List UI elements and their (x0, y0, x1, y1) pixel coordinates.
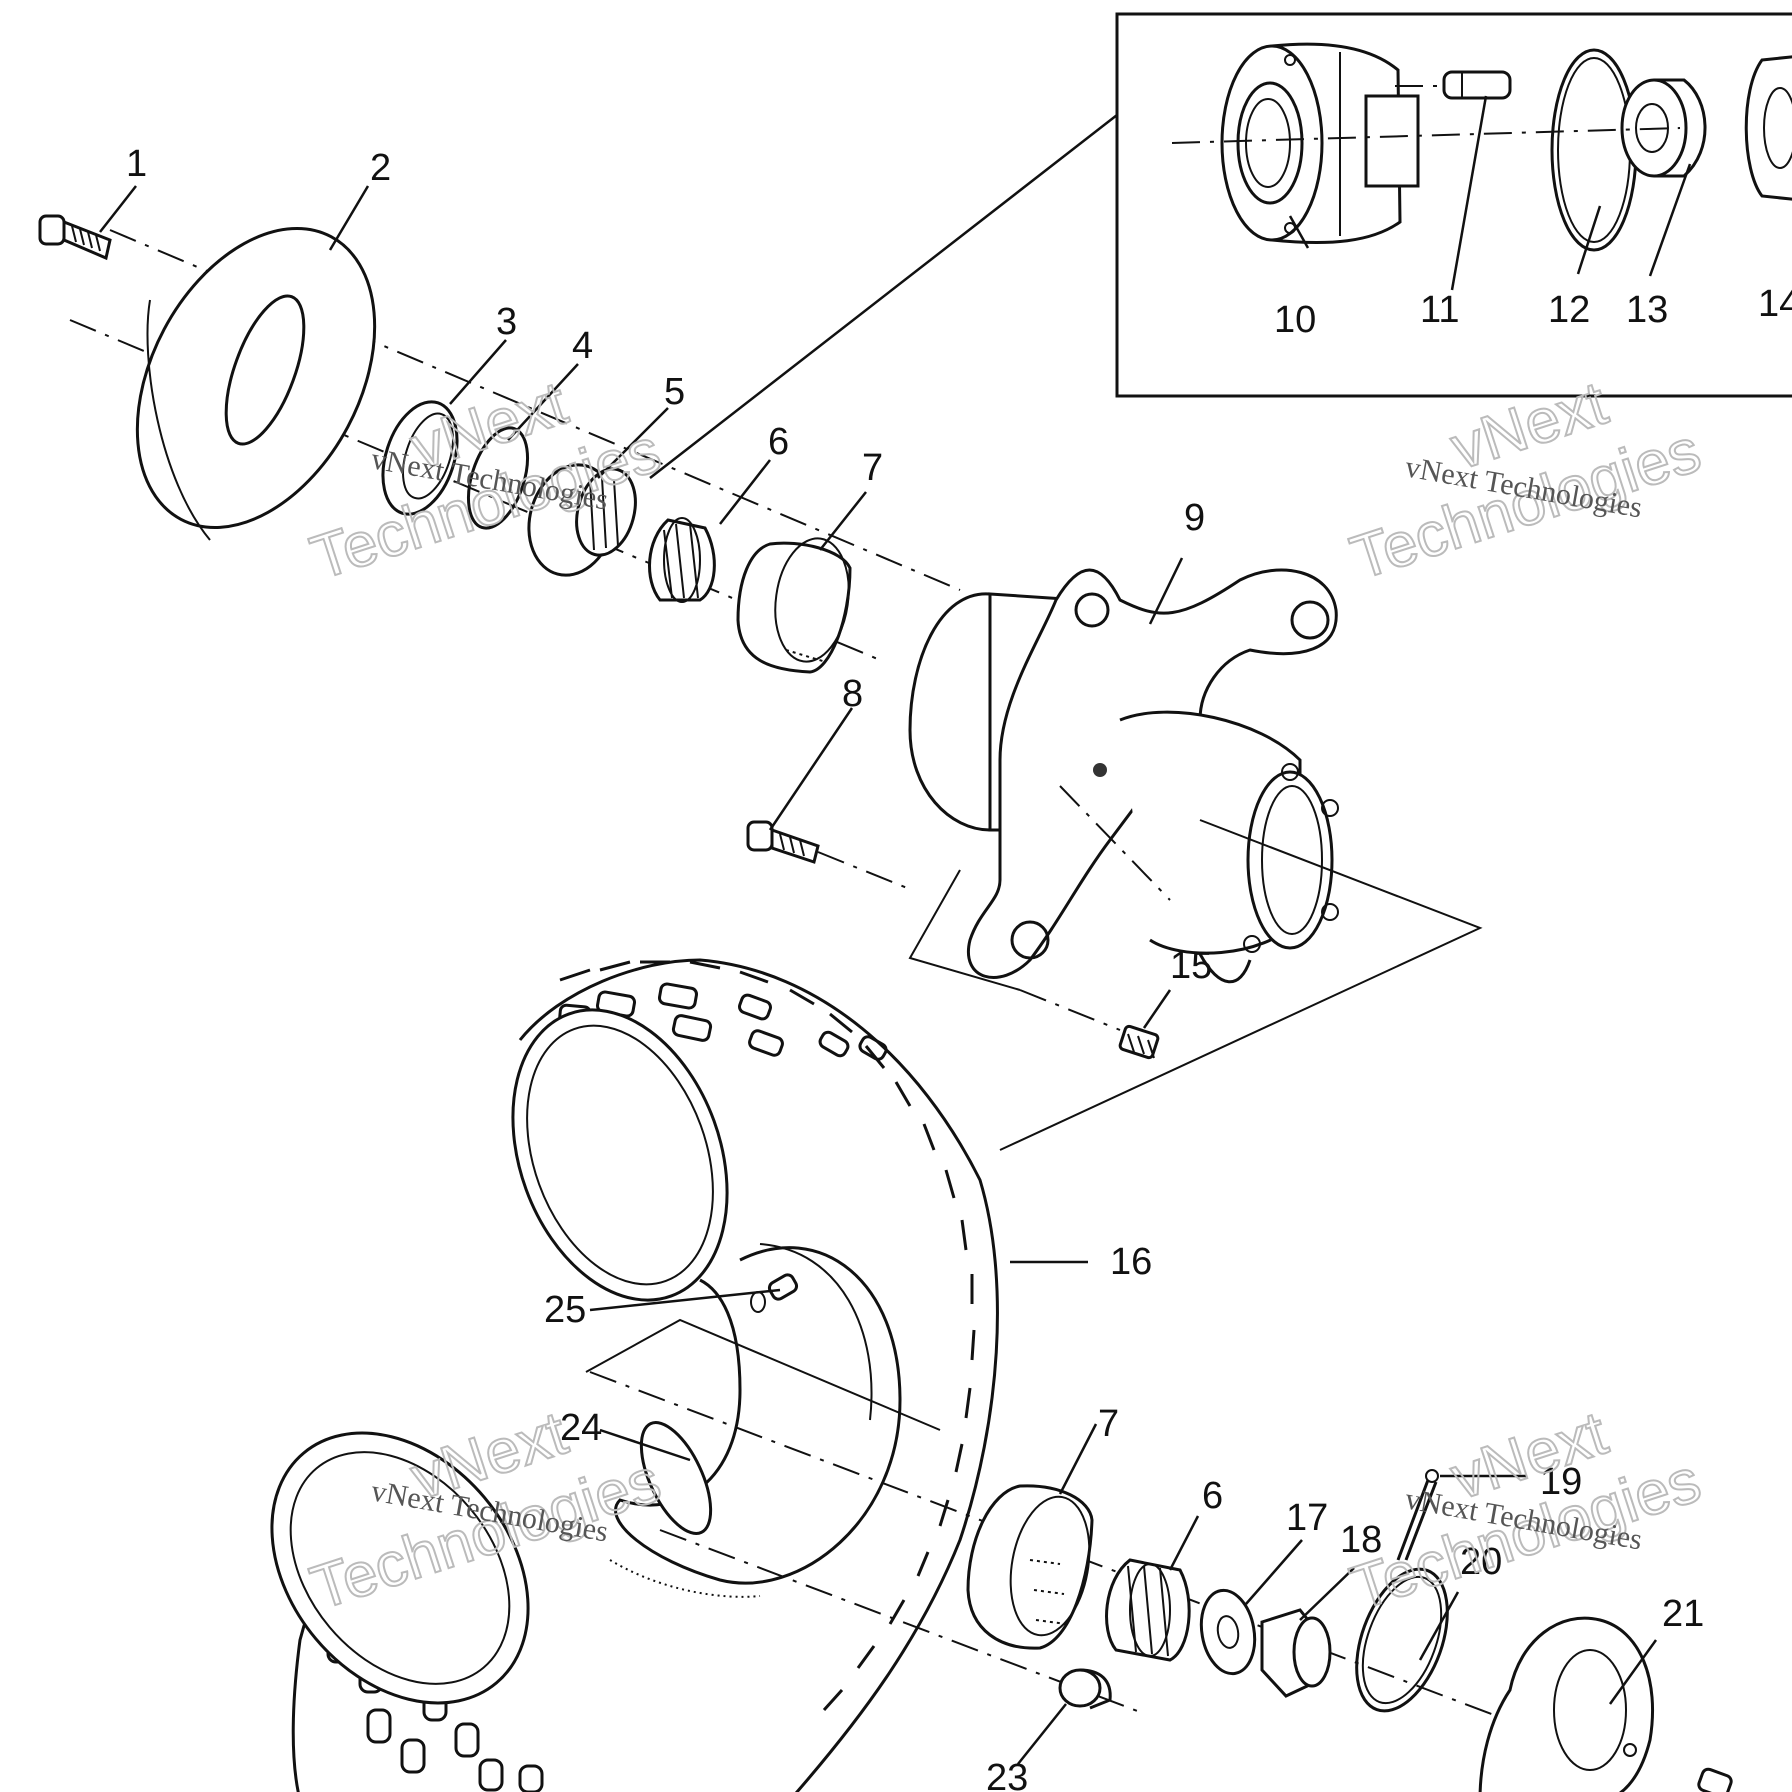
callout-12: 12 (1548, 289, 1590, 331)
callout-8: 8 (842, 673, 863, 715)
callout-9: 9 (1184, 497, 1205, 539)
callout-19: 19 (1540, 1461, 1582, 1503)
callout-6: 6 (768, 421, 789, 463)
part-5-bearing (527, 463, 637, 577)
lower-axis-line (589, 1371, 1561, 1741)
part-15-grease-fitting (1118, 1024, 1160, 1060)
callout-15: 15 (1170, 945, 1212, 987)
callout-21: 21 (1662, 1593, 1704, 1635)
part-11-pin (1442, 70, 1512, 100)
callout-24: 24 (560, 1407, 602, 1449)
part-4-snap-ring (467, 426, 529, 530)
callout-16: 16 (1110, 1241, 1152, 1283)
part-6-tapered-bearing-lower (1105, 1558, 1191, 1662)
part-12-o-ring (1550, 48, 1638, 252)
part-18-castle-nut (1260, 1608, 1332, 1698)
part-23-plug (1058, 1668, 1112, 1710)
part-9-knuckle-hub (908, 568, 1339, 984)
part-14-splined-nut (1744, 55, 1792, 201)
callout-2: 2 (370, 147, 391, 189)
part-8-bolt (746, 820, 820, 864)
part-2-brake-disc (135, 227, 377, 541)
part-3-seal (381, 400, 459, 516)
callout-6-lower: 6 (1202, 1475, 1223, 1517)
callout-10: 10 (1274, 299, 1316, 341)
callout-20: 20 (1460, 1541, 1502, 1583)
callout-labels: 1 2 3 4 5 6 7 8 9 10 11 12 13 14 15 16 2… (126, 143, 1792, 1792)
callout-13: 13 (1626, 289, 1668, 331)
callout-25: 25 (544, 1289, 586, 1331)
inset-detail-box (649, 12, 1792, 479)
callout-23: 23 (986, 1757, 1028, 1792)
callout-14: 14 (1758, 283, 1792, 325)
part-21-hub-cap (1478, 1616, 1655, 1792)
part-19-cotter-pin (1396, 1469, 1439, 1561)
watermarks: vNext Technologies vNext Technologies vN… (302, 368, 1710, 1625)
bolt-partial-bottom-right (1697, 1767, 1733, 1792)
part-1-bolt (38, 214, 112, 261)
part-7-bearing-race-lower (966, 1484, 1094, 1650)
leader-lines (99, 95, 1692, 1765)
part-10-lock-housing (1220, 42, 1420, 245)
upper-axis-line (109, 229, 961, 591)
callout-4: 4 (572, 325, 593, 367)
callout-17: 17 (1286, 1497, 1328, 1539)
part-17-washer (1199, 1588, 1257, 1676)
callout-1: 1 (126, 143, 147, 185)
part-25-valve-stem (750, 1273, 799, 1313)
callout-7-lower: 7 (1098, 1403, 1119, 1445)
callout-7: 7 (862, 447, 883, 489)
callout-5: 5 (664, 371, 685, 413)
part-6-tapered-bearing-upper (648, 517, 716, 603)
callout-3: 3 (496, 301, 517, 343)
part-7-bearing-race-upper (736, 537, 852, 674)
callout-11: 11 (1420, 289, 1459, 331)
part-20-o-ring (1355, 1567, 1449, 1713)
callout-18: 18 (1340, 1519, 1382, 1561)
